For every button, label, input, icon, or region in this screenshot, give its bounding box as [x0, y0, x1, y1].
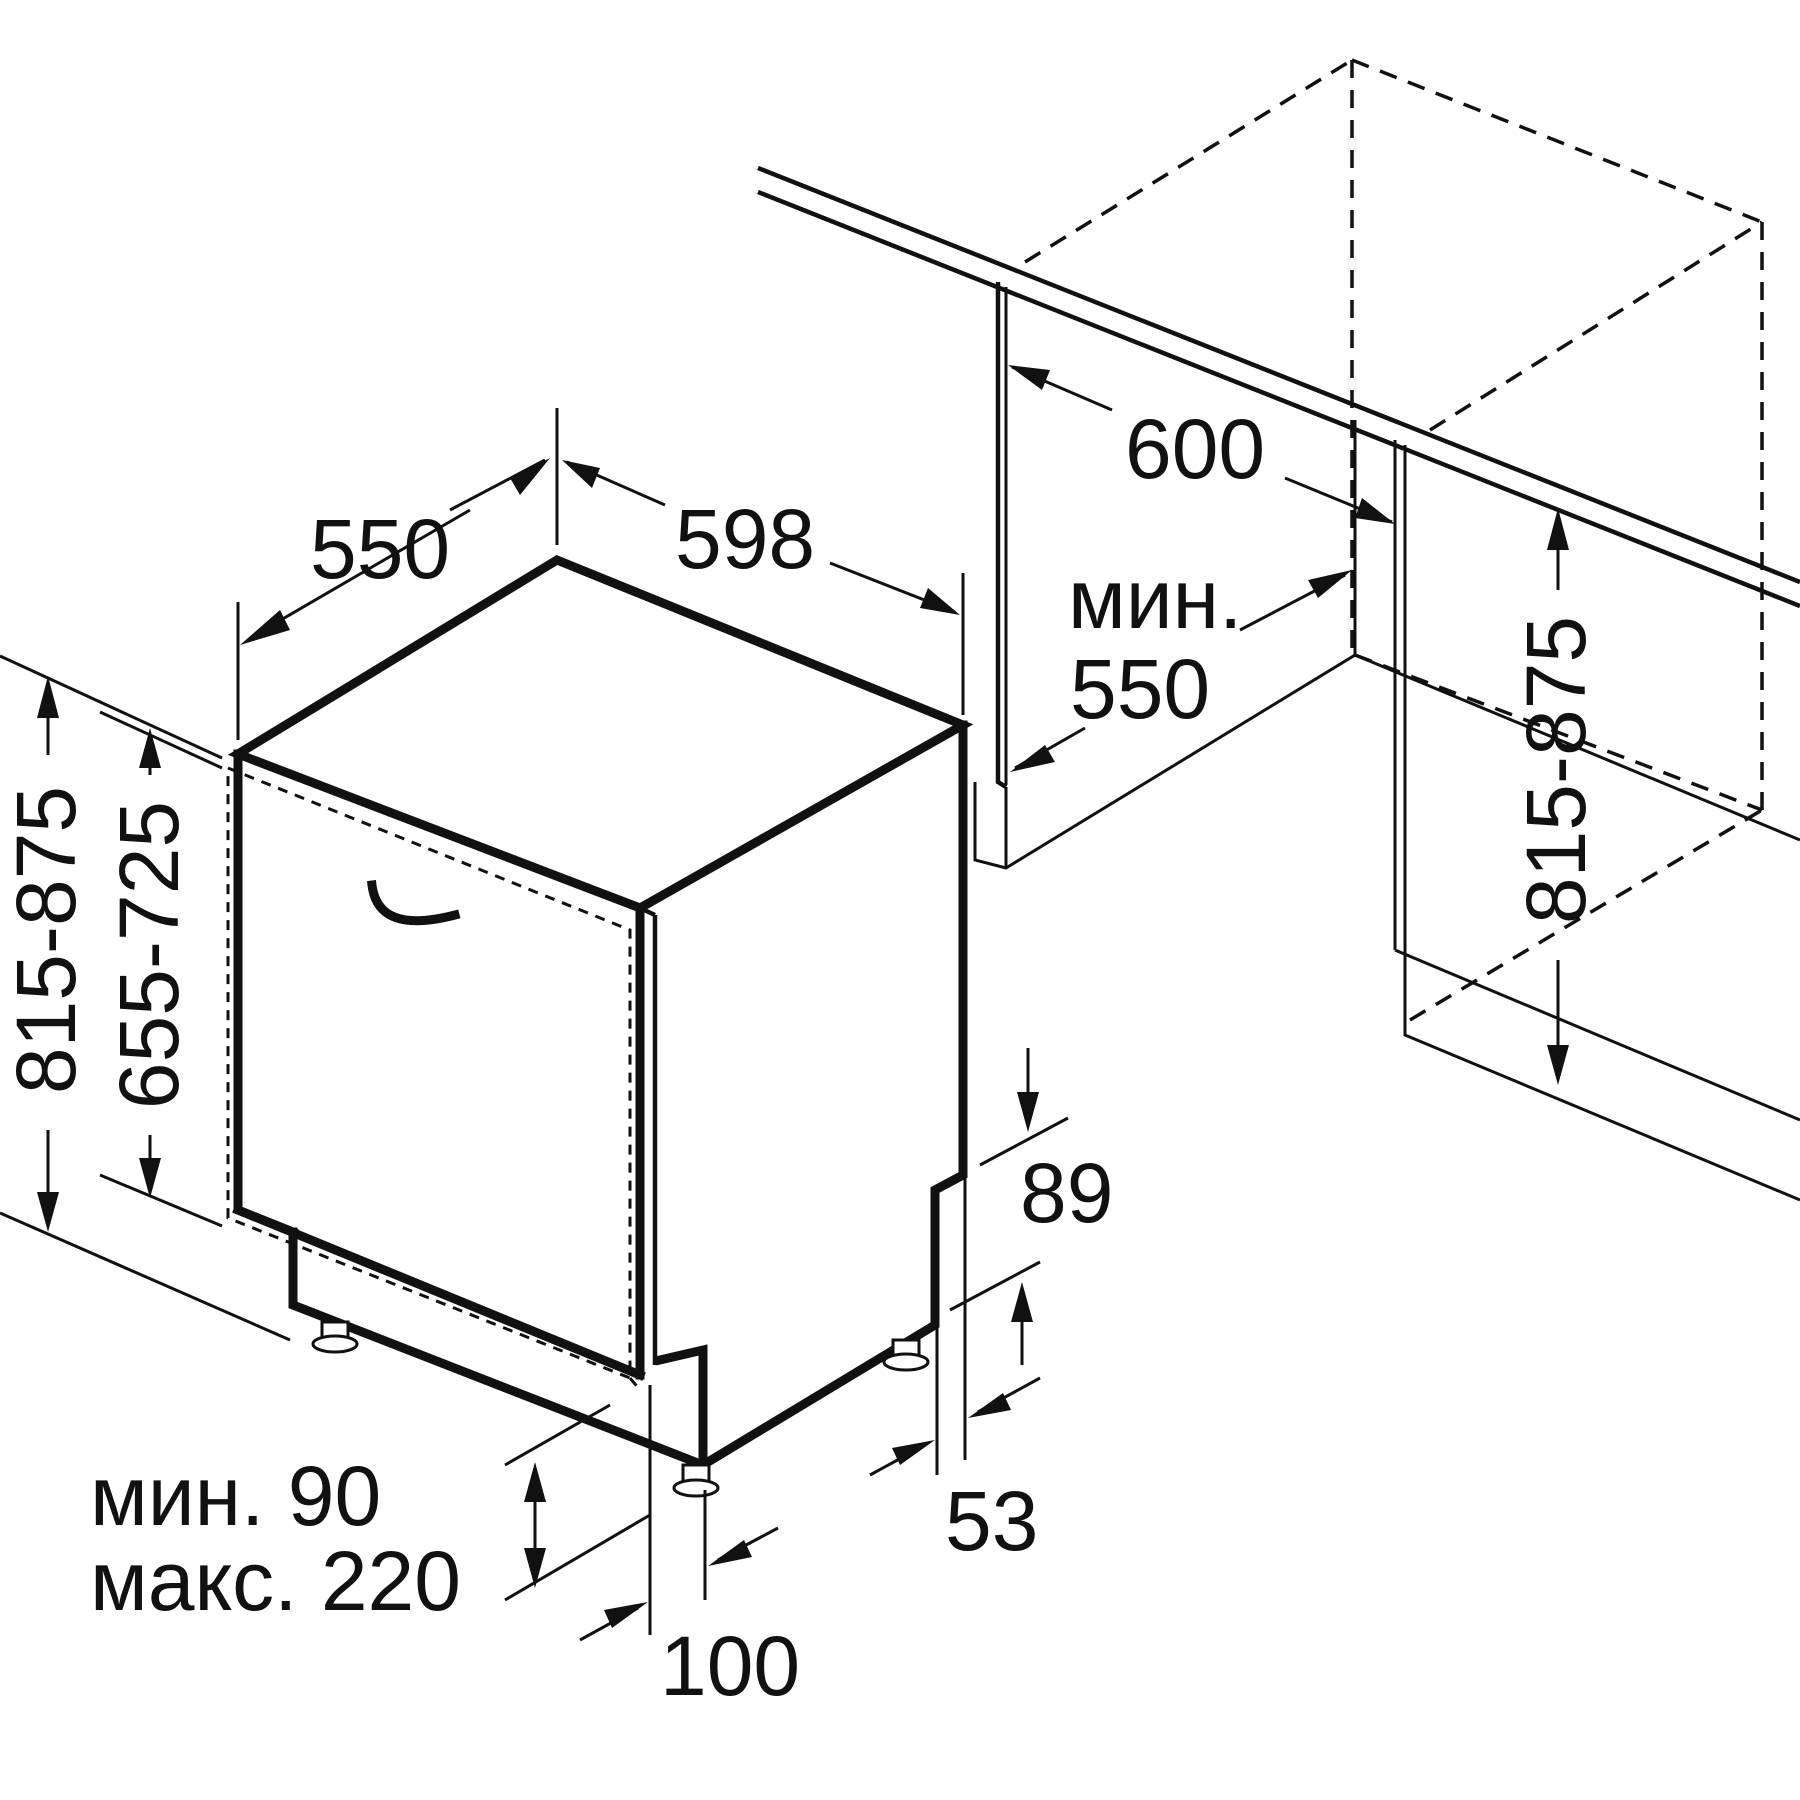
label-total-height: 815-875 — [0, 786, 93, 1094]
label-door-height: 655-725 — [102, 801, 196, 1109]
cabinet-niche — [757, 58, 1800, 1202]
ext-line-left-bottom-inner — [99, 1173, 223, 1228]
countertop-line-bottom — [757, 189, 1800, 609]
label-kick-53: 53 — [945, 1474, 1038, 1568]
depth-arrowhead-left — [240, 610, 290, 645]
dishwasher-top — [227, 554, 974, 913]
label-niche-height: 815-875 — [1509, 616, 1603, 924]
kick-ext-line-top — [979, 1116, 1069, 1167]
left-cabinet-wall-edge — [995, 282, 1008, 789]
dishwasher-side — [654, 720, 968, 1473]
label-width-598: 598 — [675, 492, 815, 586]
kick-arrowhead-bottom — [1011, 1282, 1033, 1322]
depth-arrow-line-a — [249, 508, 471, 640]
label-plinth-min: мин. 90 — [90, 1449, 381, 1543]
depth53-arrowhead-right — [968, 1393, 1011, 1418]
door-dashed-corner — [628, 1377, 642, 1391]
label-foot-100: 100 — [660, 1619, 800, 1713]
plinth-arrowhead-top — [524, 1462, 546, 1502]
niche-right-top-dash — [1429, 220, 1763, 432]
right-cabinet-bottom-1 — [1394, 948, 1800, 1122]
dishwasher-base — [288, 1227, 709, 1471]
depth-arrowhead-right — [510, 458, 550, 495]
foot-right — [882, 1338, 930, 1372]
label-niche-depth-550: 550 — [1070, 642, 1210, 736]
dishwasher-front-bottom — [232, 1204, 646, 1381]
depth53-arrowhead-left — [892, 1440, 935, 1465]
niche-floor-dash — [1354, 653, 1763, 812]
foot-front — [672, 1463, 720, 1498]
label-depth-550: 550 — [310, 502, 450, 596]
plinth-ext-line-bottom — [504, 1513, 651, 1602]
countertop-line-top — [757, 165, 1800, 585]
niche-floor-front-dash — [1409, 808, 1763, 1022]
plinth-ext-line-top — [504, 1403, 611, 1467]
niche-width-arrowhead-right — [1355, 498, 1395, 524]
niche-top-back-dash — [1351, 58, 1763, 224]
dishwasher — [226, 554, 974, 1498]
depth-arrow-line-b — [449, 458, 546, 512]
niche-top-left-dash — [1024, 58, 1353, 264]
ext-line-left-bottom-outer — [0, 1211, 291, 1342]
right-cabinet-bottom-2 — [1403, 955, 1800, 1202]
dimension-lines — [0, 365, 1569, 1642]
door-edge-top — [639, 905, 656, 918]
niche-depth-arrowhead-bottom — [1010, 745, 1055, 772]
foot-arrowhead-right — [708, 1540, 752, 1566]
ext-line-left-top-inner — [99, 710, 223, 770]
dimension-labels: 550 598 600 мин. 550 815-875 815-875 655… — [0, 402, 1603, 1713]
total-height-arrowhead-top — [37, 676, 59, 718]
door-height-arrowhead-top — [139, 728, 161, 768]
niche-width-arrowhead-left — [1008, 365, 1050, 390]
door-handle — [366, 879, 461, 926]
label-niche-depth-min: мин. — [1068, 552, 1242, 646]
door-height-arrowhead-bottom — [139, 1158, 161, 1198]
width-arrowhead-left — [562, 460, 600, 488]
floor-back-line — [1354, 653, 1800, 842]
total-height-arrowhead-bottom — [37, 1192, 59, 1232]
door-dashed-outline — [226, 766, 632, 1381]
dishwasher-front-left — [233, 749, 299, 1238]
kick-arrowhead-top — [1017, 1092, 1039, 1132]
foot-left — [311, 1320, 359, 1354]
niche-height-arrowhead-top — [1547, 508, 1569, 550]
plinth-arrowhead-bottom — [524, 1548, 546, 1588]
niche-height-arrowhead-bottom — [1547, 1045, 1569, 1085]
ext-line-left-top-outer — [0, 654, 223, 760]
label-plinth-max: макс. 220 — [90, 1534, 461, 1628]
label-niche-width-600: 600 — [1125, 402, 1265, 496]
niche-depth-arrowhead-top — [1308, 570, 1352, 598]
label-kick-89: 89 — [1020, 1146, 1113, 1240]
width-arrowhead-right — [920, 588, 960, 615]
foot-arrowhead-left — [604, 1602, 648, 1628]
